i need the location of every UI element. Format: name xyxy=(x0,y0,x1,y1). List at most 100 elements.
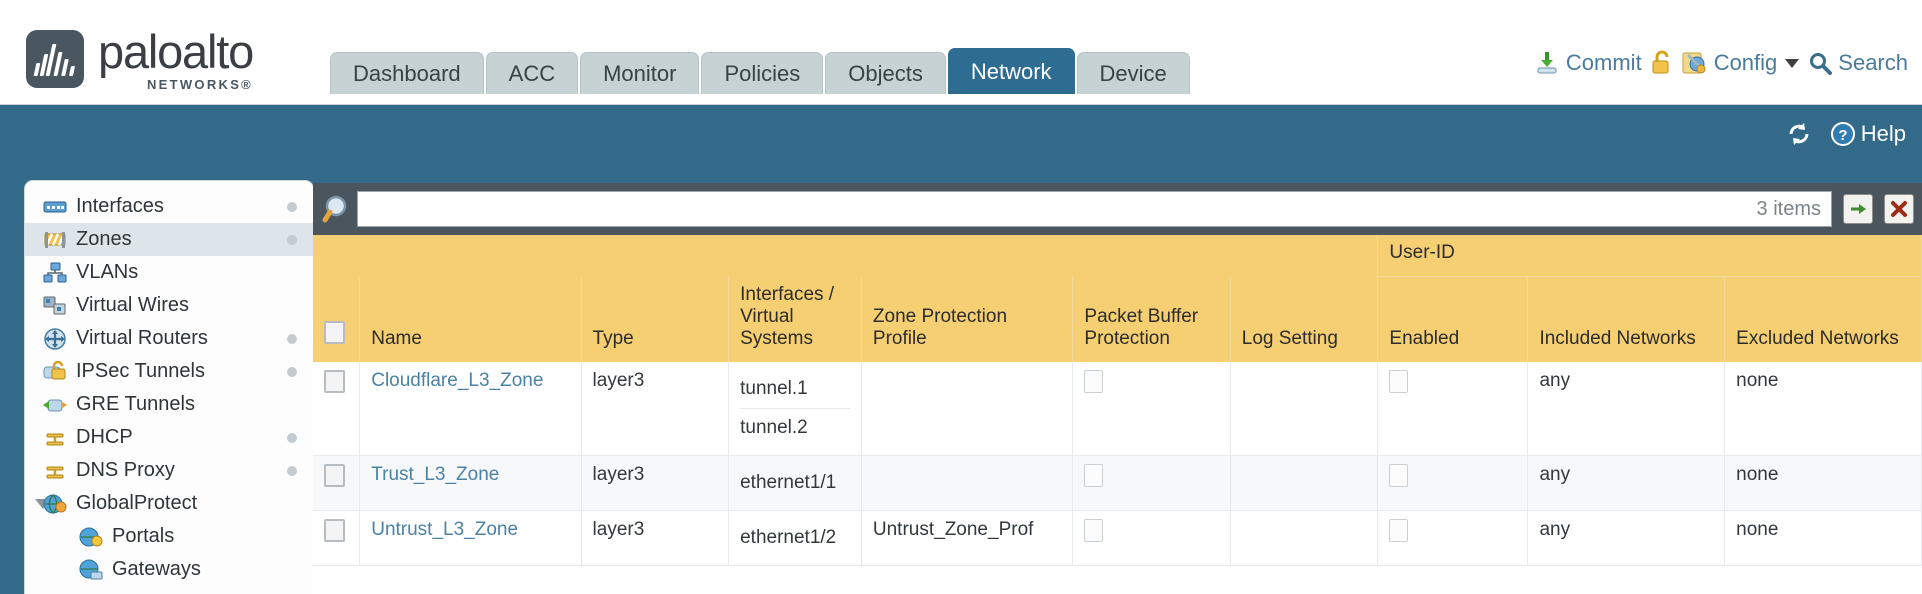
sidebar-item-status-dot xyxy=(287,465,297,476)
blue-banner: ? Help xyxy=(0,105,1922,183)
column-header-excluded-networks[interactable]: Excluded Networks xyxy=(1724,276,1922,362)
zones-icon xyxy=(44,231,66,248)
sidebar-item-portals[interactable]: Portals xyxy=(25,520,313,553)
gateways-icon xyxy=(79,559,103,579)
row-select-cell[interactable] xyxy=(313,510,361,566)
config-menu[interactable]: Config xyxy=(1682,50,1800,76)
sidebar-item-globalprotect[interactable]: GlobalProtect xyxy=(25,487,313,520)
column-header-included-networks[interactable]: Included Networks xyxy=(1527,276,1726,362)
select-all-header[interactable] xyxy=(313,276,361,362)
cell-zone-protection-profile xyxy=(861,455,1074,511)
cell-type: layer3 xyxy=(581,361,730,456)
unlock-button[interactable] xyxy=(1651,50,1673,76)
sidebar-item-ipsec-tunnels[interactable]: IPSec Tunnels xyxy=(25,355,313,388)
column-header-name[interactable]: Name xyxy=(359,276,582,362)
sidebar-item-dhcp[interactable]: DHCP xyxy=(25,421,313,454)
interface-entry: tunnel.2 xyxy=(740,416,808,438)
svg-text:?: ? xyxy=(1838,127,1847,144)
sidebar-item-zones[interactable]: Zones xyxy=(25,223,313,256)
packet-buffer-protection-checkbox[interactable] xyxy=(1084,463,1104,487)
row-select-cell[interactable] xyxy=(313,455,361,511)
select-all-checkbox[interactable] xyxy=(324,320,345,344)
unlock-icon xyxy=(1652,50,1669,74)
cell-name[interactable]: Trust_L3_Zone xyxy=(359,455,582,511)
cell-zone-protection-profile: Untrust_Zone_Prof xyxy=(861,510,1074,566)
column-header-enabled[interactable]: Enabled xyxy=(1377,276,1529,362)
table-search-icon[interactable] xyxy=(321,192,355,226)
cell-name[interactable]: Cloudflare_L3_Zone xyxy=(359,361,582,456)
column-header-type[interactable]: Type xyxy=(581,276,730,362)
column-header-packet-buffer-protection[interactable]: Packet Buffer Protection xyxy=(1072,276,1231,362)
cell-userid-enabled[interactable] xyxy=(1377,510,1529,566)
search-input[interactable] xyxy=(368,198,1747,220)
cell-name[interactable]: Untrust_L3_Zone xyxy=(359,510,582,566)
search-field-wrapper[interactable]: 3 items xyxy=(357,191,1832,227)
zone-name-link[interactable]: Cloudflare_L3_Zone xyxy=(371,369,544,391)
cell-packet-buffer-protection[interactable] xyxy=(1072,455,1231,511)
cell-packet-buffer-protection[interactable] xyxy=(1072,510,1231,566)
header-actions: Commit Config xyxy=(1534,50,1908,76)
sidebar-item-label: Interfaces xyxy=(76,195,164,217)
column-header-zone-protection-profile[interactable]: Zone Protection Profile xyxy=(861,276,1074,362)
sidebar-item-dns-proxy[interactable]: DNS Proxy xyxy=(25,454,313,487)
refresh-icon[interactable] xyxy=(1786,121,1812,147)
commit-button[interactable]: Commit xyxy=(1534,50,1642,76)
sidebar-item-vlans[interactable]: VLANs xyxy=(25,256,313,289)
cell-userid-enabled[interactable] xyxy=(1377,455,1529,511)
cell-type: layer3 xyxy=(581,455,730,511)
nav-tab-objects[interactable]: Objects xyxy=(825,52,946,94)
clear-filter-button[interactable] xyxy=(1884,194,1914,224)
cell-excluded-networks: none xyxy=(1724,510,1922,566)
nav-tab-acc[interactable]: ACC xyxy=(485,52,579,94)
config-icon xyxy=(1682,52,1706,74)
help-link[interactable]: ? Help xyxy=(1830,121,1906,147)
apply-filter-button[interactable] xyxy=(1843,194,1873,224)
sidebar-item-virtual-wires[interactable]: Virtual Wires xyxy=(25,289,313,322)
sidebar-item-virtual-routers[interactable]: Virtual Routers xyxy=(25,322,313,355)
cell-interfaces: ethernet1/2 xyxy=(728,510,862,566)
cell-packet-buffer-protection[interactable] xyxy=(1072,361,1231,456)
row-checkbox[interactable] xyxy=(324,369,345,393)
sidebar-item-label: Portals xyxy=(112,525,175,547)
nav-tab-dashboard[interactable]: Dashboard xyxy=(330,52,484,94)
commit-icon xyxy=(1537,52,1557,74)
row-checkbox[interactable] xyxy=(324,463,345,487)
sidebar-item-status-dot xyxy=(287,234,297,245)
sidebar-item-status-dot xyxy=(287,432,297,443)
zone-name-link[interactable]: Untrust_L3_Zone xyxy=(371,518,519,540)
group-header-row: User-ID xyxy=(313,235,1922,277)
userid-enabled-checkbox[interactable] xyxy=(1389,369,1409,393)
expand-triangle-icon[interactable] xyxy=(35,498,51,509)
packet-buffer-protection-checkbox[interactable] xyxy=(1084,369,1104,393)
sidebar-item-label: GlobalProtect xyxy=(76,492,198,514)
zone-name-link[interactable]: Trust_L3_Zone xyxy=(371,463,500,485)
packet-buffer-protection-checkbox[interactable] xyxy=(1084,518,1104,542)
nav-tab-policies[interactable]: Policies xyxy=(701,52,824,94)
sidebar-item-gre-tunnels[interactable]: GRE Tunnels xyxy=(25,388,313,421)
userid-enabled-checkbox[interactable] xyxy=(1389,518,1409,542)
sidebar-item-gateways[interactable]: Gateways xyxy=(25,553,313,586)
row-select-cell[interactable] xyxy=(313,361,361,456)
cell-interfaces: ethernet1/1 xyxy=(728,455,862,511)
cell-userid-enabled[interactable] xyxy=(1377,361,1529,456)
sidebar-item-label: Gateways xyxy=(112,558,201,580)
column-header-log-setting[interactable]: Log Setting xyxy=(1230,276,1379,362)
dns-proxy-icon xyxy=(46,466,64,478)
nav-tab-monitor[interactable]: Monitor xyxy=(580,52,700,94)
cell-excluded-networks: none xyxy=(1724,361,1922,456)
nav-tab-device[interactable]: Device xyxy=(1076,52,1190,94)
sidebar-item-interfaces[interactable]: Interfaces xyxy=(25,190,313,223)
row-checkbox[interactable] xyxy=(324,518,345,542)
column-header-interfaces-virtual-systems[interactable]: Interfaces / Virtual Systems xyxy=(728,276,862,362)
search-button[interactable]: Search xyxy=(1808,50,1908,76)
search-label: Search xyxy=(1838,50,1908,75)
userid-enabled-checkbox[interactable] xyxy=(1389,463,1409,487)
nav-tab-network[interactable]: Network xyxy=(947,48,1075,94)
chevron-down-icon xyxy=(1785,58,1800,68)
